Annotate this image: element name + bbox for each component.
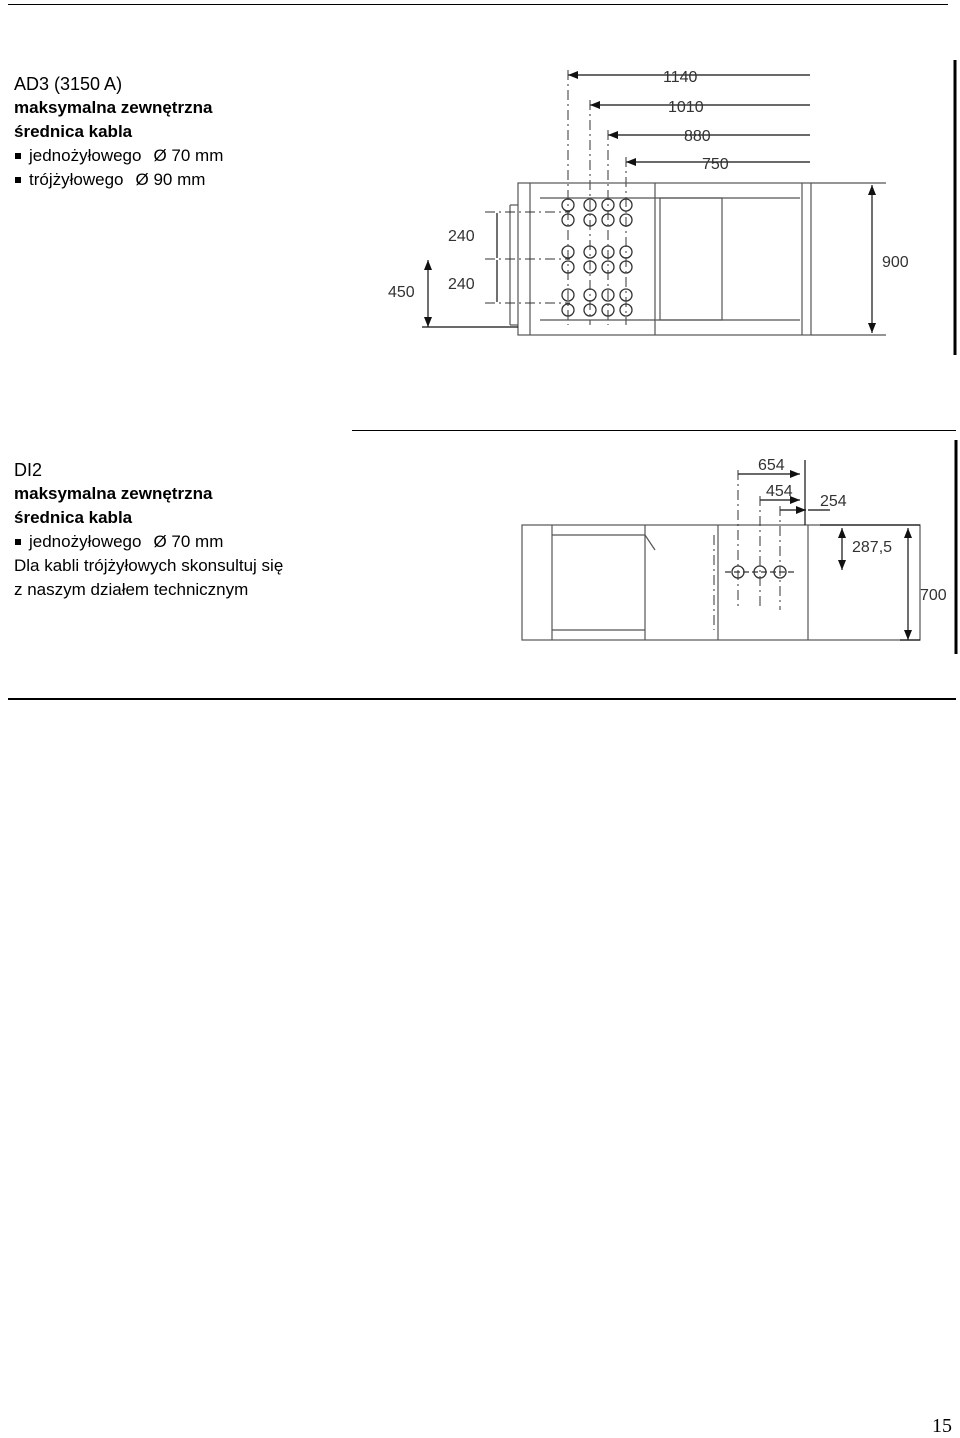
item-value: Ø 70 mm [153, 146, 224, 165]
dim-700: 700 [920, 587, 947, 604]
top-dimension-lines [567, 70, 810, 325]
item-value: Ø 70 mm [153, 532, 224, 551]
left-dimension-lines [422, 211, 570, 328]
bullet-icon [15, 177, 21, 183]
note-line-2: z naszym działem technicznym [14, 580, 249, 599]
section-di2-text: DI2 maksymalna zewnętrzna średnica kabla… [14, 458, 283, 602]
section-ad3-subtitle-1: maksymalna zewnętrzna [14, 98, 213, 117]
bottom-rule [8, 698, 956, 700]
dim-450: 450 [388, 284, 415, 301]
page-number: 15 [932, 1415, 952, 1437]
section-separator [352, 430, 956, 431]
dim-1140: 1140 [663, 69, 698, 86]
section-di2-subtitle-1: maksymalna zewnętrzna [14, 484, 213, 503]
top-dimension-lines [737, 460, 830, 610]
cable-entry-circles [725, 565, 795, 579]
right-dimension-lines [820, 524, 920, 641]
item-label: jednożyłowego [29, 532, 142, 551]
dim-454: 454 [766, 483, 793, 500]
dim-254: 254 [820, 493, 847, 510]
cable-entry-circles [561, 198, 633, 317]
note-line-1: Dla kabli trójżyłowych skonsultuj się [14, 556, 284, 575]
panel-outline [509, 182, 886, 336]
section-ad3-title: AD3 (3150 A) [14, 74, 123, 94]
di2-dimension-drawing: 654 454 254 287,5 700 [521, 440, 958, 654]
section-di2-title: DI2 [14, 460, 43, 480]
dim-240-lower: 240 [448, 276, 475, 293]
bullet-icon [15, 153, 21, 159]
top-rule [8, 4, 948, 5]
dim-880: 880 [684, 128, 711, 145]
dim-1010: 1010 [668, 99, 704, 116]
right-dimension-line [868, 185, 876, 333]
list-item: jednożyłowego Ø 70 mm [14, 530, 283, 554]
dim-900: 900 [882, 254, 909, 271]
section-ad3-subtitle-2: średnica kabla [14, 122, 133, 141]
dim-240-upper: 240 [448, 228, 475, 245]
dim-750: 750 [702, 156, 729, 173]
item-value: Ø 90 mm [135, 170, 206, 189]
ad3-dimension-drawing: 1140 1010 880 750 240 240 [388, 60, 957, 355]
list-item: trójżyłowego Ø 90 mm [14, 168, 223, 192]
list-item: jednożyłowego Ø 70 mm [14, 144, 223, 168]
bullet-icon [15, 539, 21, 545]
item-label: trójżyłowego [29, 170, 124, 189]
section-di2-subtitle-2: średnica kabla [14, 508, 133, 527]
dim-654: 654 [758, 457, 785, 474]
section-ad3-text: AD3 (3150 A) maksymalna zewnętrzna średn… [14, 72, 223, 192]
item-label: jednożyłowego [29, 146, 142, 165]
dim-287-5: 287,5 [852, 539, 892, 556]
panel-outline [521, 524, 921, 641]
